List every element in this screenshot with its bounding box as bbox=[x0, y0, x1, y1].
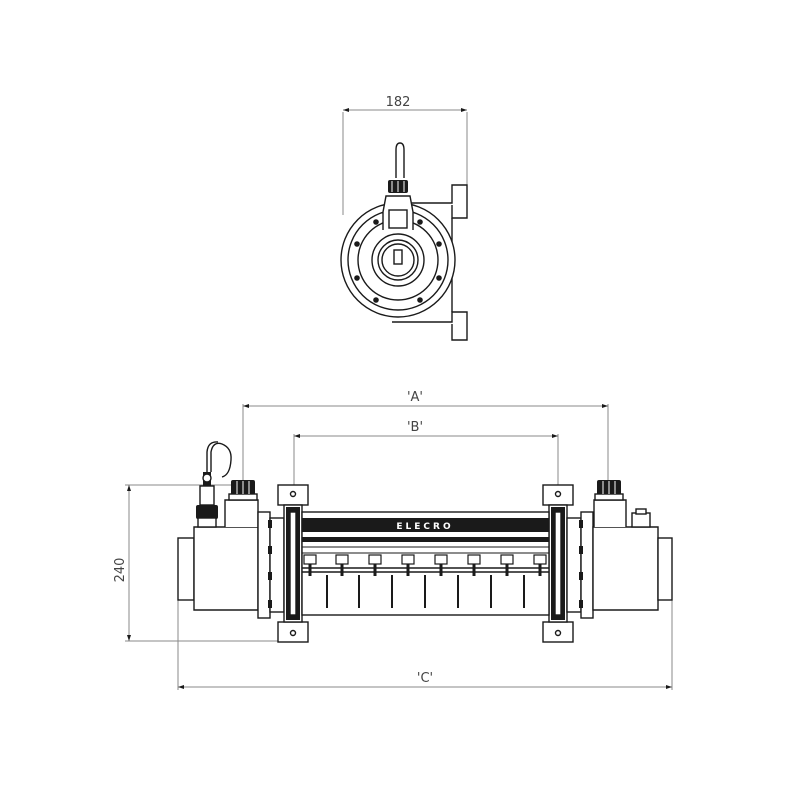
flow-switch-nut bbox=[196, 505, 218, 519]
dim-c-arrow-right bbox=[666, 685, 672, 689]
right-end-plate-core bbox=[554, 511, 562, 616]
element-clip bbox=[335, 554, 349, 565]
right-port-collar bbox=[594, 493, 624, 501]
brand-label: ELECRO bbox=[396, 522, 453, 532]
bolt bbox=[417, 297, 423, 303]
element-clip bbox=[500, 554, 514, 565]
flow-switch-cable bbox=[210, 442, 232, 478]
element-clips bbox=[303, 554, 547, 608]
left-port-collar bbox=[228, 493, 258, 501]
left-pipe-stub bbox=[177, 537, 195, 601]
side-view: 'A' 'B' 'C' 240 bbox=[113, 390, 673, 690]
right-header-body bbox=[592, 526, 659, 611]
bolt bbox=[354, 241, 360, 247]
element-clip-stem bbox=[406, 564, 410, 576]
sensor-boss-face bbox=[388, 209, 408, 229]
dim-c-arrow-left bbox=[178, 685, 184, 689]
end-view: 182 bbox=[340, 95, 468, 341]
left-header-neck bbox=[224, 499, 259, 527]
flow-switch-knob bbox=[202, 473, 212, 483]
port-core bbox=[381, 243, 415, 277]
port-outer bbox=[371, 233, 425, 287]
element-clip-stem bbox=[538, 564, 542, 576]
flow-switch-cable-inner bbox=[206, 441, 219, 472]
dim-a-arrow-right bbox=[602, 404, 608, 408]
bolt bbox=[436, 241, 442, 247]
element-clip bbox=[303, 554, 317, 565]
dim-240-label: 240 bbox=[113, 558, 128, 583]
right-pipe-stub bbox=[657, 537, 673, 601]
port-key bbox=[393, 249, 403, 265]
right-flange-inner bbox=[566, 517, 582, 613]
element-clip-stem bbox=[505, 564, 509, 576]
element-clip bbox=[533, 554, 547, 565]
element-clip bbox=[434, 554, 448, 565]
element-clip-stem bbox=[439, 564, 443, 576]
port-inner bbox=[377, 239, 419, 281]
right-sensor-pocket bbox=[631, 512, 651, 528]
element-clip-stem bbox=[373, 564, 377, 576]
left-header-body bbox=[193, 526, 259, 611]
brand-band bbox=[302, 518, 549, 532]
bolt bbox=[373, 297, 379, 303]
flange-bolt bbox=[268, 572, 272, 580]
bolt bbox=[417, 219, 423, 225]
element-clip bbox=[401, 554, 415, 565]
right-sensor-cap bbox=[635, 508, 647, 515]
flange-bolt bbox=[268, 546, 272, 554]
bracket-bottom bbox=[392, 311, 468, 341]
foot-hole bbox=[554, 629, 562, 637]
bolt bbox=[354, 275, 360, 281]
element-clip-stem bbox=[340, 564, 344, 576]
dim-c-label: 'C' bbox=[417, 671, 433, 686]
dim-b-arrow-right bbox=[552, 434, 558, 438]
element-clip bbox=[467, 554, 481, 565]
bolt bbox=[373, 219, 379, 225]
element-clip-stem bbox=[472, 564, 476, 576]
sensor-hook bbox=[395, 142, 405, 178]
foot-hole bbox=[289, 629, 297, 637]
bolt bbox=[436, 275, 442, 281]
left-flange-inner bbox=[269, 517, 285, 613]
foot-hole bbox=[554, 490, 562, 498]
dim-182-arrow-left bbox=[343, 108, 349, 112]
dim-182-arrow-right bbox=[461, 108, 467, 112]
flange-bolt bbox=[579, 600, 583, 608]
dim-a-label: 'A' bbox=[407, 390, 423, 405]
flow-switch-body bbox=[199, 485, 215, 506]
right-header-neck bbox=[593, 499, 627, 527]
dim-240-arrow-top bbox=[127, 485, 131, 491]
flange-bolt bbox=[579, 546, 583, 554]
flange-bolt bbox=[579, 520, 583, 528]
flow-switch-collar bbox=[197, 517, 217, 528]
foot-hole bbox=[289, 490, 297, 498]
dim-b-label: 'B' bbox=[407, 420, 423, 435]
element-clip bbox=[368, 554, 382, 565]
dim-b-arrow-left bbox=[294, 434, 300, 438]
dim-182-label: 182 bbox=[386, 95, 411, 110]
left-end-plate-core bbox=[289, 511, 297, 616]
dim-a-arrow-left bbox=[243, 404, 249, 408]
heater-band bbox=[302, 537, 549, 542]
flange-bolt bbox=[268, 600, 272, 608]
flange-bolt bbox=[579, 572, 583, 580]
dim-240-arrow-bottom bbox=[127, 635, 131, 641]
element-clip-stem bbox=[308, 564, 312, 576]
flange-bolt bbox=[268, 520, 272, 528]
